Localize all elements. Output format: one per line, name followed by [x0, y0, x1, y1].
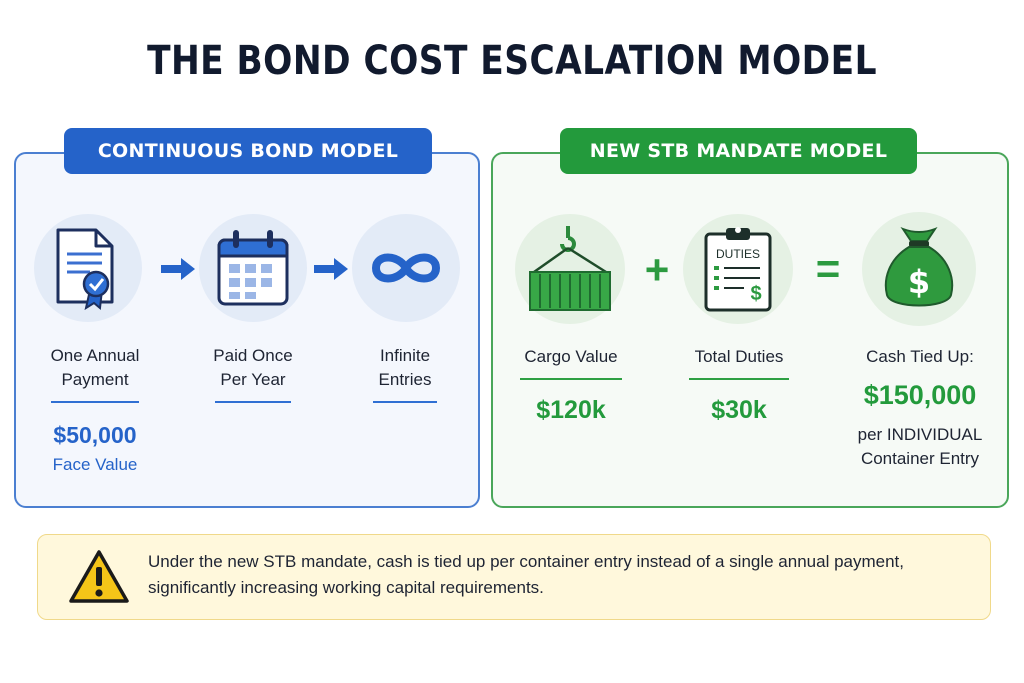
continuous-bond-panel	[14, 152, 480, 508]
face-value-label: Face Value	[52, 455, 138, 474]
cash-tied-up-sub: per INDIVIDUAL Container Entry	[857, 425, 983, 468]
calendar-circle	[199, 214, 307, 322]
warning-note: Under the new STB mandate, cash is tied …	[37, 534, 991, 620]
underline	[373, 401, 437, 403]
infinity-icon	[371, 253, 441, 283]
money-bag-icon: $	[884, 226, 954, 307]
duties-circle: DUTIES $	[683, 214, 793, 324]
face-value-amount: $50,000	[53, 422, 137, 448]
total-duties-label: Total Duties	[694, 347, 784, 366]
step-label-annual-payment: One Annual Payment	[50, 346, 140, 389]
underline	[689, 378, 789, 380]
warning-icon	[69, 550, 129, 603]
cash-tied-up-label: Cash Tied Up:	[866, 347, 974, 366]
arrow-right-icon	[314, 258, 348, 280]
document-certificate-icon	[56, 228, 114, 310]
duties-clipboard-icon: DUTIES $	[704, 227, 772, 312]
cash-tied-up-amount: $150,000	[863, 380, 977, 410]
cargo-value-amount: $120k	[536, 396, 606, 424]
infinity-circle	[352, 214, 460, 322]
money-bag-circle: $	[862, 212, 976, 326]
step-label-paid-once: Paid Once Per Year	[213, 346, 293, 389]
page-title: THE BOND COST ESCALATION MODEL	[147, 38, 877, 84]
shipping-container-crane-icon	[529, 226, 611, 311]
svg-text:$: $	[750, 283, 761, 305]
svg-text:$: $	[908, 263, 930, 301]
step-label-infinite-entries: Infinite Entries	[378, 346, 432, 389]
underline	[215, 401, 291, 403]
continuous-bond-tab: CONTINUOUS BOND MODEL	[64, 128, 432, 174]
document-circle	[34, 214, 142, 322]
container-circle	[515, 214, 625, 324]
underline	[520, 378, 622, 380]
equals-sign: =	[815, 245, 841, 292]
plus-sign: +	[644, 246, 670, 293]
cargo-value-label: Cargo Value	[524, 347, 618, 366]
svg-text:DUTIES: DUTIES	[716, 247, 760, 261]
stb-mandate-tab: NEW STB MANDATE MODEL	[560, 128, 917, 174]
calendar-icon	[217, 230, 289, 306]
total-duties-amount: $30k	[711, 396, 767, 424]
arrow-right-icon	[161, 258, 195, 280]
underline	[51, 401, 139, 403]
warning-note-text: Under the new STB mandate, cash is tied …	[148, 552, 905, 597]
